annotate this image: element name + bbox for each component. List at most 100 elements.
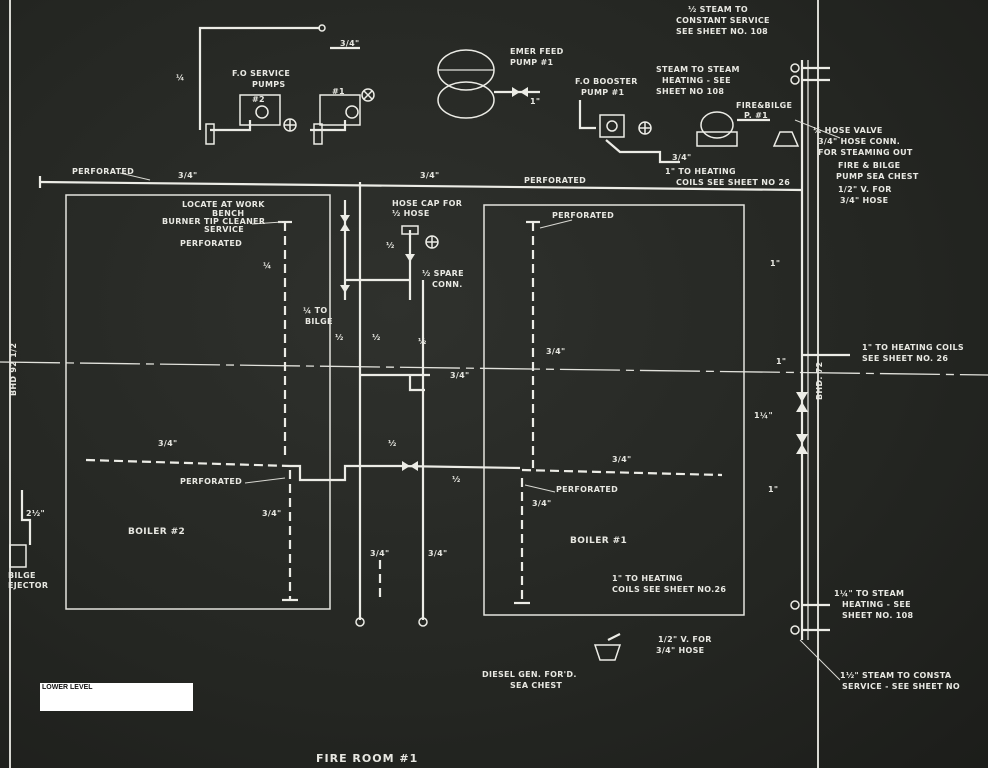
fo-service-pump-2-icon bbox=[239, 94, 281, 126]
leader-line bbox=[799, 639, 841, 681]
label-spare-conn: CONN. bbox=[432, 280, 463, 289]
label-steam-const-bottom: 1½" STEAM TO CONSTA bbox=[840, 670, 952, 680]
label-v-hose-bottom: 1/2" V. FOR bbox=[658, 635, 712, 644]
fire-bilge-pump-icon bbox=[700, 111, 734, 139]
boiler-2-outline bbox=[65, 194, 331, 610]
pump-2-motor-icon bbox=[255, 105, 269, 119]
label-perforated: PERFORATED bbox=[524, 176, 586, 185]
size-label: 2½" bbox=[26, 508, 45, 518]
size-label: 1" bbox=[770, 259, 780, 268]
label-hose-cap: HOSE CAP FOR bbox=[392, 199, 462, 208]
label-hose-valve: 3/4" HOSE CONN. bbox=[818, 137, 900, 146]
size-label: ½ bbox=[386, 240, 395, 250]
valve-icon bbox=[405, 254, 415, 262]
sheet-title: FIRE ROOM #1 bbox=[316, 752, 418, 765]
label-steam-const-top: CONSTANT SERVICE bbox=[676, 16, 770, 25]
label-to-bilge: BILGE bbox=[305, 317, 333, 326]
label-diesel-sea-chest: DIESEL GEN. FOR'D. bbox=[482, 670, 577, 679]
label-emer-feed: EMER FEED bbox=[510, 47, 564, 56]
valve-icon bbox=[402, 461, 418, 471]
size-label: 3/4" bbox=[158, 439, 177, 448]
valve-circle-icon bbox=[790, 625, 800, 635]
center-cross-pipe bbox=[290, 464, 521, 482]
boiler-2-perforated-pipe bbox=[85, 458, 291, 468]
leader-line bbox=[251, 221, 283, 225]
label-bhd-right: BHD. 72 bbox=[815, 362, 824, 401]
valve-icon bbox=[340, 215, 350, 231]
leader-line bbox=[119, 172, 151, 181]
label-heating-coils-right: SEE SHEET NO. 26 bbox=[862, 354, 948, 363]
size-label: 3/4" bbox=[546, 347, 565, 356]
perforated-header-pipe bbox=[39, 180, 803, 192]
size-label: ½ bbox=[418, 336, 427, 346]
label-burner-tip: BURNER TIP CLEANER bbox=[162, 217, 265, 226]
label-pump-1: #1 bbox=[332, 87, 345, 96]
label-fo-service: F.O SERVICE bbox=[232, 69, 290, 78]
pipe-end-circle bbox=[355, 617, 365, 627]
valve-circle-icon bbox=[790, 63, 800, 73]
label-sea-chest: PUMP SEA CHEST bbox=[836, 172, 919, 181]
size-label: ¼ bbox=[263, 260, 272, 270]
label-boiler-1: BOILER #1 bbox=[570, 536, 627, 546]
bulkhead-centerline bbox=[0, 361, 988, 376]
gate-valve-icon bbox=[796, 392, 808, 412]
center-mid-offset bbox=[408, 375, 425, 392]
pipe-end-circle bbox=[318, 24, 326, 32]
label-to-bilge: ¼ TO bbox=[303, 305, 328, 315]
gate-valve-icon bbox=[796, 434, 808, 454]
size-label: 3/4" bbox=[532, 499, 551, 508]
label-hose-cap: ½ HOSE bbox=[392, 208, 430, 218]
label-hose-valve: FOR STEAMING OUT bbox=[818, 148, 913, 157]
leader-line bbox=[539, 219, 573, 229]
leader-line bbox=[524, 484, 556, 493]
gauge-icon bbox=[361, 88, 375, 102]
label-fire-bilge-pump: P. #1 bbox=[744, 111, 768, 120]
boiler-1-outline bbox=[483, 204, 745, 616]
boiler-1-perforated-pipe bbox=[521, 468, 723, 477]
size-label: 1" bbox=[776, 357, 786, 366]
label-fo-booster: F.O BOOSTER bbox=[575, 77, 638, 86]
hose-cap-icon bbox=[401, 225, 419, 235]
label-locate-bench: LOCATE AT WORK bbox=[182, 200, 265, 209]
size-label: 3/4" bbox=[420, 171, 439, 180]
label-v-hose-top: 1/2" V. FOR bbox=[838, 185, 892, 194]
fo-booster-pump-icon bbox=[599, 114, 625, 138]
strainer-icon bbox=[313, 123, 323, 145]
label-heating-coils-bottom: 1" TO HEATING bbox=[612, 574, 683, 583]
leader-line bbox=[244, 477, 286, 484]
label-heating-coils-bottom: COILS SEE SHEET NO.26 bbox=[612, 585, 726, 594]
size-label: ½ bbox=[335, 332, 344, 342]
label-steam-heating: SHEET NO 108 bbox=[656, 87, 724, 96]
strainer-icon bbox=[205, 123, 215, 145]
fo-service-pump-1-icon bbox=[319, 94, 361, 126]
size-label: ¼ bbox=[176, 72, 185, 82]
label-locate-bench: BENCH bbox=[212, 209, 244, 218]
valve-circle-icon bbox=[790, 75, 800, 85]
size-label: 3/4" bbox=[428, 549, 447, 558]
label-steam-const-top: ½ STEAM TO bbox=[688, 4, 748, 14]
label-emer-feed: PUMP #1 bbox=[510, 58, 553, 67]
legend-box: LOWER LEVEL bbox=[40, 683, 193, 711]
fire-bilge-pump-base bbox=[696, 131, 738, 147]
valve-icon bbox=[512, 87, 528, 97]
leader-line bbox=[794, 119, 841, 139]
bilge-ejector-icon bbox=[9, 544, 27, 568]
label-fire-bilge-pump: FIRE&BILGE bbox=[736, 101, 792, 110]
label-heating-coils-top: COILS SEE SHEET NO 26 bbox=[676, 178, 790, 187]
label-pump-2: #2 bbox=[252, 95, 265, 104]
label-fo-service: PUMPS bbox=[252, 80, 285, 89]
label-diesel-sea-chest: SEA CHEST bbox=[510, 681, 562, 690]
label-heating-coils-top: 1" TO HEATING bbox=[665, 167, 736, 176]
size-label: 1¼" bbox=[754, 410, 773, 420]
legend-label: LOWER LEVEL bbox=[42, 684, 93, 691]
label-perforated: PERFORATED bbox=[180, 477, 242, 486]
valve-icon bbox=[340, 285, 350, 293]
gauge-x bbox=[363, 90, 373, 100]
label-steam-heating-bottom: HEATING - SEE bbox=[842, 600, 911, 609]
sea-chest-valve-stem bbox=[607, 633, 621, 641]
label-steam-heating: STEAM TO STEAM bbox=[656, 65, 740, 74]
pump-1-motor-icon bbox=[345, 105, 359, 119]
label-hose-valve: ½ HOSE VALVE bbox=[813, 125, 883, 135]
